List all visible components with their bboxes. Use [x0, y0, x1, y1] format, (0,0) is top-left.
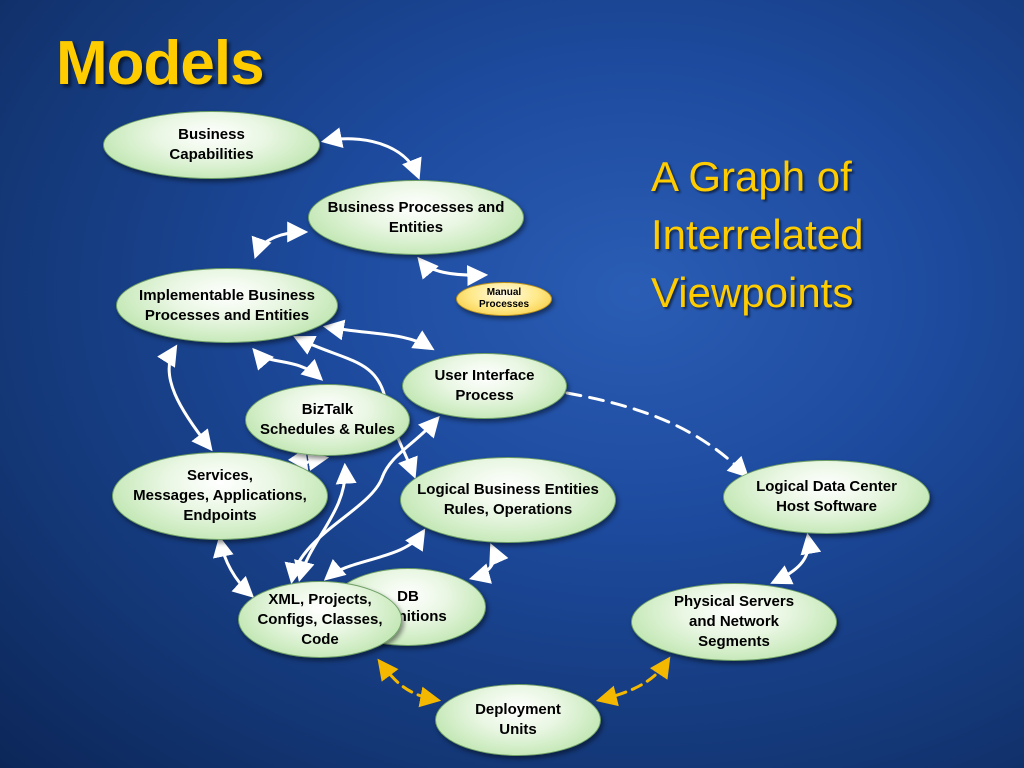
node-user-interface-process: User Interface Process [402, 353, 567, 419]
edge-services-to-xml-projects [213, 535, 255, 598]
subtitle-line: Viewpoints [651, 269, 854, 316]
edge-logical-business-to-xml-projects [323, 528, 426, 581]
subtitle-line: A Graph of [651, 153, 852, 200]
edge-deployment-units-to-physical-servers [595, 656, 671, 707]
edge-implementable-business-to-biztalk [252, 347, 324, 381]
slide-title: Models [56, 29, 265, 98]
edge-logical-business-to-db-definitions [468, 543, 509, 584]
node-logical-data-center: Logical Data Center Host Software [723, 460, 930, 534]
edge-xml-projects-to-deployment-units [377, 658, 442, 708]
edge-user-interface-process-to-logical-data-center [565, 391, 750, 478]
node-services: Services, Messages, Applications, Endpoi… [112, 452, 328, 540]
node-business-capabilities: Business Capabilities [103, 111, 320, 179]
subtitle-line: Interrelated [651, 211, 864, 258]
edge-biztalk-to-xml-projects [294, 462, 357, 583]
slide-subtitle: A Graph of Interrelated Viewpoints [651, 148, 863, 322]
node-implementable-business: Implementable Business Processes and Ent… [116, 268, 338, 343]
edge-business-processes-to-implementable-business [251, 221, 309, 259]
node-logical-business: Logical Business Entities Rules, Operati… [400, 457, 616, 543]
edge-layer [157, 127, 822, 708]
node-manual-processes: Manual Processes [456, 282, 552, 316]
edge-business-capabilities-to-business-processes [320, 127, 422, 180]
node-deployment-units: Deployment Units [435, 684, 601, 756]
edge-logical-data-center-to-physical-servers [770, 532, 822, 585]
node-biztalk: BizTalk Schedules & Rules [245, 384, 410, 456]
node-business-processes: Business Processes and Entities [308, 180, 524, 255]
edge-biztalk-to-services [287, 448, 330, 472]
node-xml-projects: XML, Projects, Configs, Classes, Code [238, 581, 402, 658]
edge-business-processes-to-manual-processes [417, 256, 489, 287]
node-physical-servers: Physical Servers and Network Segments [631, 583, 837, 661]
edge-implementable-business-to-services [157, 344, 213, 452]
edge-implementable-business-to-user-interface-process [322, 319, 435, 351]
